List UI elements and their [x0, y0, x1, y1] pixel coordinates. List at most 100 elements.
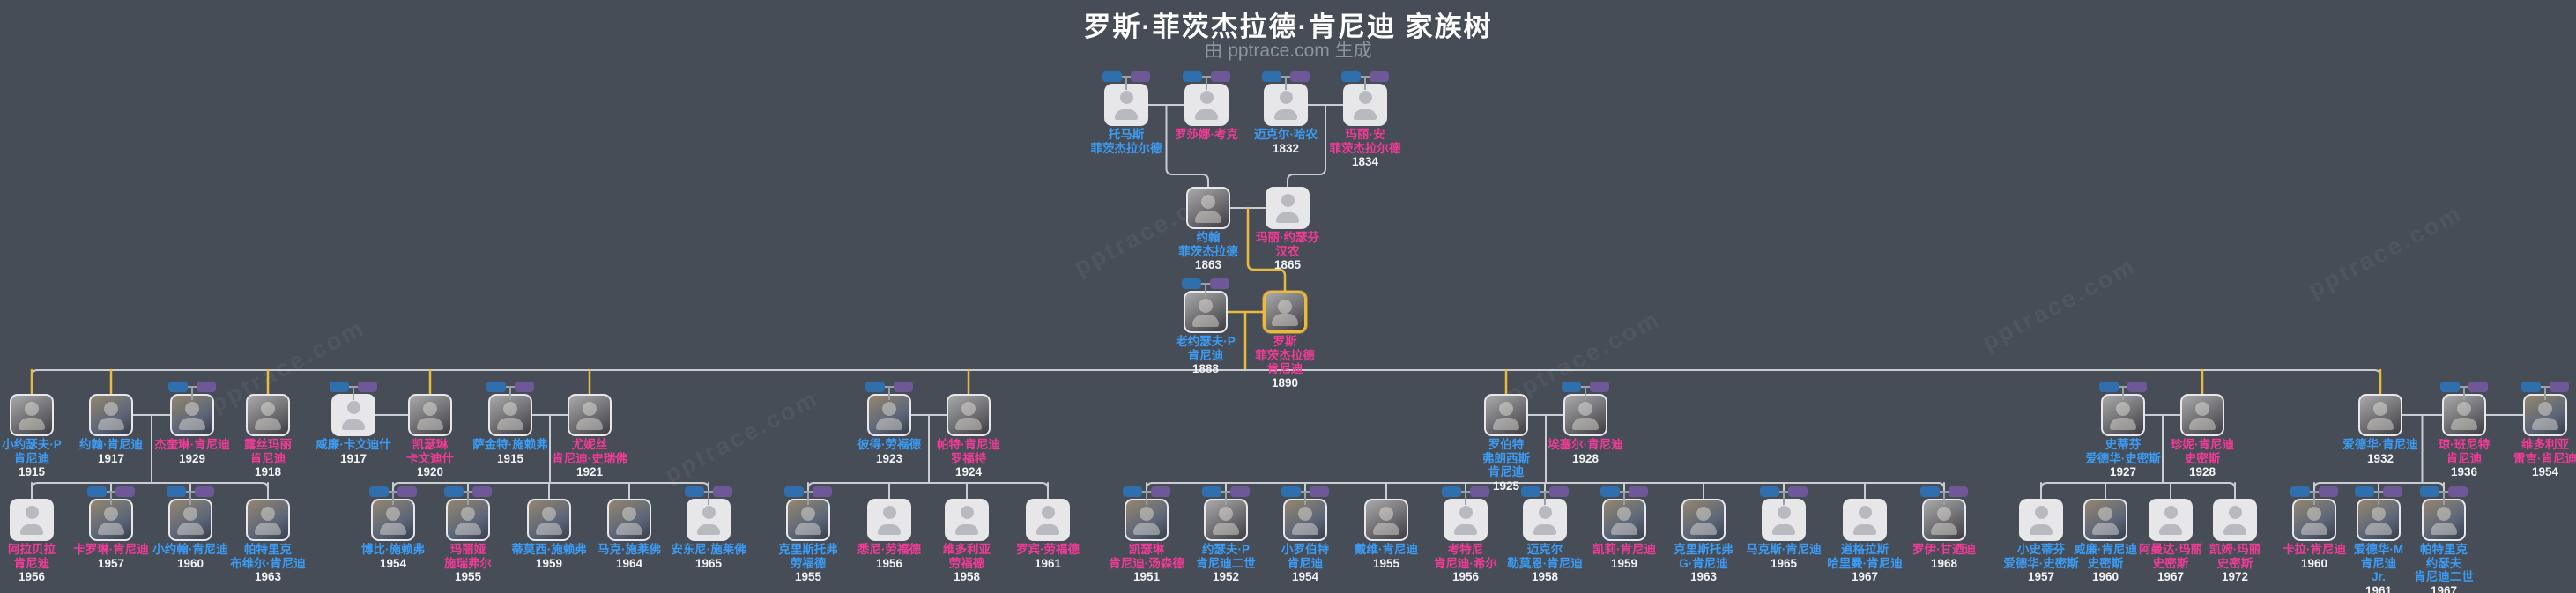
expand-mother-chip-icon[interactable] [195, 486, 214, 497]
person-card-courtney[interactable] [1444, 499, 1488, 541]
person-card-maryann_fitzgerald[interactable] [1343, 84, 1387, 126]
person-card-rose_fitzgerald_kennedy[interactable] [1263, 291, 1307, 333]
expand-father-chip-icon[interactable] [330, 382, 349, 392]
expand-mother-chip-icon[interactable] [1131, 71, 1150, 82]
expand-father-chip-icon[interactable] [1920, 486, 1940, 497]
person-card-rfk_jr[interactable] [1283, 499, 1327, 541]
expand-mother-chip-icon[interactable] [1230, 486, 1250, 497]
expand-father-chip-icon[interactable] [784, 486, 804, 497]
person-card-william_cavendish[interactable] [331, 394, 375, 436]
expand-mother-chip-icon[interactable] [515, 382, 534, 392]
person-card-thomas_fitzgerald[interactable] [1104, 84, 1148, 126]
expand-mother-chip-icon[interactable] [2468, 382, 2488, 392]
person-card-amanda_smith[interactable] [2149, 499, 2193, 541]
person-card-michael_lemoyne[interactable] [1523, 499, 1567, 541]
expand-father-chip-icon[interactable] [2521, 382, 2541, 392]
person-card-mark_shriver[interactable] [607, 499, 651, 541]
expand-father-chip-icon[interactable] [1562, 382, 1581, 392]
expand-mother-chip-icon[interactable] [1370, 71, 1389, 82]
person-card-kym_smith[interactable] [2213, 499, 2257, 541]
expand-father-chip-icon[interactable] [865, 382, 885, 392]
expand-mother-chip-icon[interactable] [1310, 486, 1329, 497]
expand-mother-chip-icon[interactable] [197, 382, 216, 392]
person-card-rosemary[interactable] [246, 394, 290, 436]
person-card-kathleen_cavendish[interactable] [408, 394, 452, 436]
person-card-victoria_reggie[interactable] [2523, 394, 2567, 436]
expand-mother-chip-icon[interactable] [813, 486, 832, 497]
person-card-joan[interactable] [2442, 394, 2486, 436]
expand-father-chip-icon[interactable] [1183, 71, 1202, 82]
expand-mother-chip-icon[interactable] [1210, 278, 1229, 289]
expand-father-chip-icon[interactable] [1600, 486, 1620, 497]
person-card-sargent_shriver[interactable] [488, 394, 532, 436]
person-card-maria_shriver[interactable] [446, 499, 490, 541]
expand-mother-chip-icon[interactable] [2550, 382, 2569, 392]
person-card-chris_lawford[interactable] [786, 499, 830, 541]
person-card-david_kennedy[interactable] [1364, 499, 1408, 541]
expand-father-chip-icon[interactable] [168, 382, 188, 392]
person-card-victoria_lawford[interactable] [945, 499, 989, 541]
person-card-caroline[interactable] [89, 499, 133, 541]
person-card-patrick_j[interactable] [2422, 499, 2466, 541]
person-card-patrick_bouvier[interactable] [246, 499, 290, 541]
person-card-joseph_kennedy_sr[interactable] [1184, 291, 1228, 333]
expand-mother-chip-icon[interactable] [2448, 486, 2468, 497]
person-card-john_fitzgerald[interactable] [1186, 187, 1230, 229]
expand-father-chip-icon[interactable] [1202, 486, 1221, 497]
person-card-bobby_shriver[interactable] [371, 499, 415, 541]
person-card-kara[interactable] [2292, 499, 2336, 541]
expand-mother-chip-icon[interactable] [2127, 382, 2147, 392]
expand-father-chip-icon[interactable] [2290, 486, 2310, 497]
person-card-max[interactable] [1762, 499, 1806, 541]
expand-father-chip-icon[interactable] [2099, 382, 2119, 392]
person-card-kerry[interactable] [1602, 499, 1646, 541]
person-card-jfk[interactable] [89, 394, 133, 436]
expand-mother-chip-icon[interactable] [1788, 486, 1808, 497]
expand-father-chip-icon[interactable] [685, 486, 704, 497]
person-card-eunice[interactable] [568, 394, 612, 436]
expand-mother-chip-icon[interactable] [2383, 486, 2402, 497]
expand-father-chip-icon[interactable] [1123, 486, 1142, 497]
person-card-anthony_shriver[interactable] [687, 499, 731, 541]
expand-mother-chip-icon[interactable] [1629, 486, 1648, 497]
person-card-stephen_smith[interactable] [2101, 394, 2145, 436]
expand-father-chip-icon[interactable] [2355, 486, 2374, 497]
expand-mother-chip-icon[interactable] [1949, 486, 1968, 497]
person-card-sydney_lawford[interactable] [867, 499, 911, 541]
expand-mother-chip-icon[interactable] [358, 382, 377, 392]
person-card-chris_g[interactable] [1681, 499, 1726, 541]
person-card-jfk_jr[interactable] [168, 499, 212, 541]
expand-mother-chip-icon[interactable] [2319, 486, 2338, 497]
person-card-joe_kennedy_ii[interactable] [1204, 499, 1248, 541]
expand-mother-chip-icon[interactable] [1549, 486, 1569, 497]
person-card-mary_josephine_hannon[interactable] [1266, 187, 1310, 229]
person-card-robin_lawford[interactable] [1026, 499, 1070, 541]
expand-mother-chip-icon[interactable] [397, 486, 417, 497]
expand-father-chip-icon[interactable] [2420, 486, 2439, 497]
person-card-ted_jr[interactable] [2357, 499, 2401, 541]
expand-father-chip-icon[interactable] [167, 486, 186, 497]
expand-mother-chip-icon[interactable] [894, 382, 913, 392]
person-card-william_smith[interactable] [2083, 499, 2127, 541]
person-card-arabella[interactable] [10, 499, 54, 541]
person-card-peter_lawford[interactable] [867, 394, 911, 436]
person-card-stephen_smith_jr[interactable] [2019, 499, 2063, 541]
person-card-douglas[interactable] [1843, 499, 1887, 541]
expand-mother-chip-icon[interactable] [1151, 486, 1170, 497]
person-card-jean_smith[interactable] [2180, 394, 2224, 436]
person-card-jackie[interactable] [170, 394, 214, 436]
person-card-patricia[interactable] [947, 394, 991, 436]
person-card-ted[interactable] [2358, 394, 2402, 436]
expand-father-chip-icon[interactable] [2440, 382, 2460, 392]
expand-father-chip-icon[interactable] [87, 486, 107, 497]
expand-mother-chip-icon[interactable] [1211, 71, 1230, 82]
expand-father-chip-icon[interactable] [1262, 71, 1281, 82]
expand-father-chip-icon[interactable] [1442, 486, 1461, 497]
expand-father-chip-icon[interactable] [1760, 486, 1779, 497]
person-card-rory[interactable] [1922, 499, 1966, 541]
expand-father-chip-icon[interactable] [1281, 486, 1301, 497]
expand-mother-chip-icon[interactable] [1290, 71, 1310, 82]
person-card-joe_jr[interactable] [10, 394, 54, 436]
expand-mother-chip-icon[interactable] [472, 486, 492, 497]
person-card-ethel[interactable] [1563, 394, 1607, 436]
